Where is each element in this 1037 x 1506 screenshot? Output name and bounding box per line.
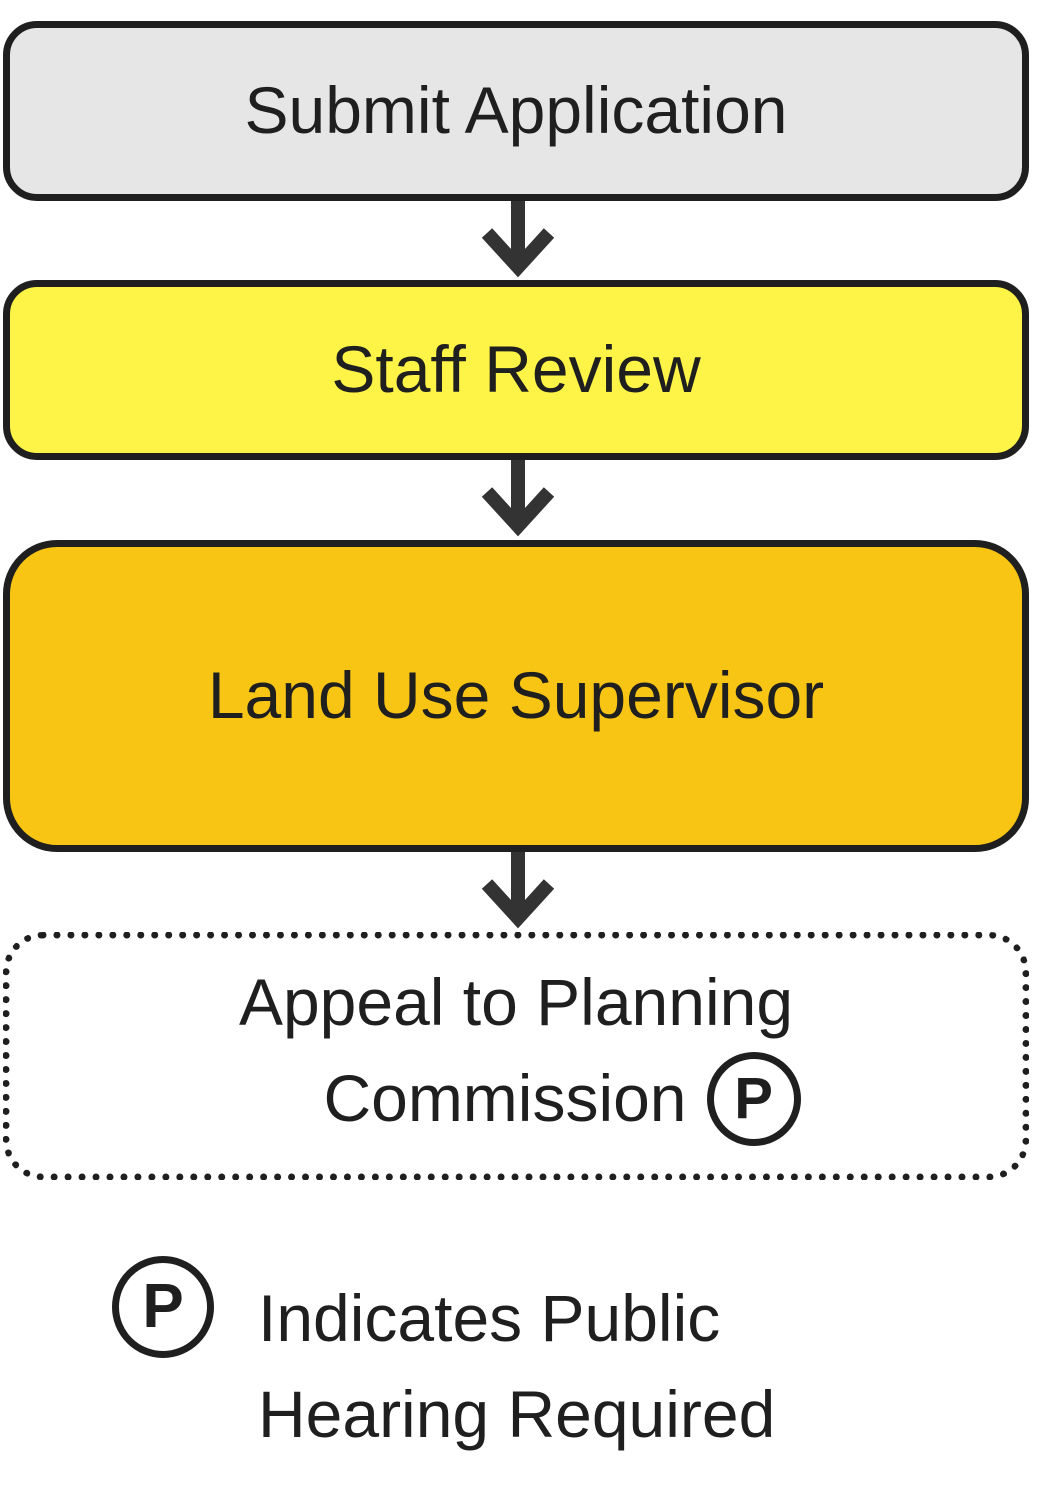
step-label-line-1: Appeal to Planning	[238, 965, 794, 1040]
step-label-line-2-row: Commission P	[231, 1051, 801, 1147]
step-label: Staff Review	[331, 332, 701, 407]
arrow-down-icon	[481, 852, 555, 929]
step-submit-application: Submit Application	[3, 21, 1029, 201]
arrow-down-icon	[481, 460, 555, 537]
step-staff-review: Staff Review	[3, 280, 1029, 460]
step-land-use-supervisor: Land Use Supervisor	[3, 540, 1029, 852]
legend-line-1: Indicates Public	[258, 1281, 721, 1355]
legend-line-2: Hearing Required	[258, 1377, 776, 1451]
legend: P Indicates Public Hearing Required	[112, 1256, 872, 1456]
legend-text: Indicates Public Hearing Required	[258, 1270, 775, 1462]
arrow-down-icon	[481, 201, 555, 278]
public-hearing-icon: P	[112, 1256, 214, 1358]
step-label: Submit Application	[244, 73, 788, 148]
step-label-line-2: Commission	[323, 1061, 687, 1135]
public-hearing-icon: P	[706, 1051, 801, 1146]
step-appeal-planning-commission: Appeal to Planning Commission P	[3, 932, 1029, 1180]
step-label: Land Use Supervisor	[207, 658, 825, 733]
